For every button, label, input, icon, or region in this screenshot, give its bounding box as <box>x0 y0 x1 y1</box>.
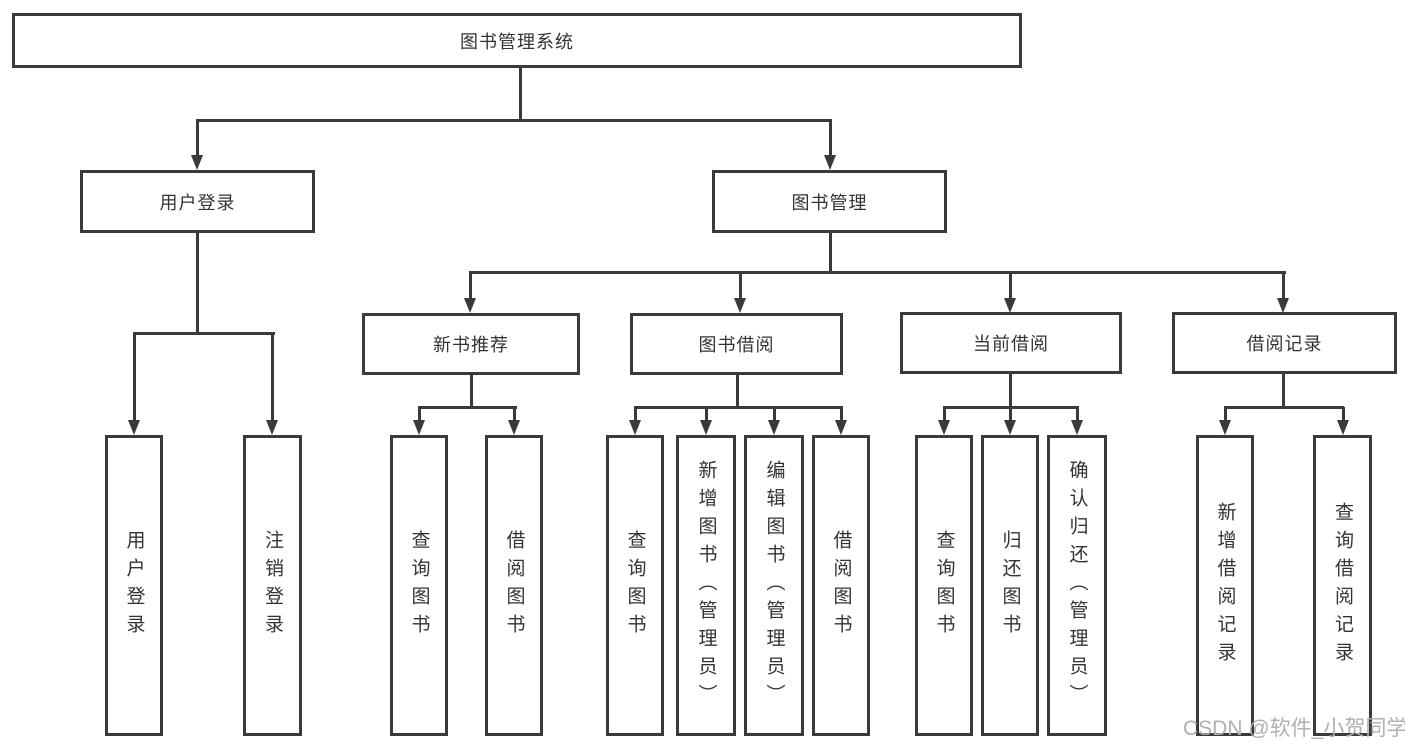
connector-userlogin-stem <box>195 233 199 333</box>
connector-stem-leaf <box>704 407 708 422</box>
leaf-label: 注销登录 <box>262 529 283 642</box>
connector-stem-leaf <box>1008 407 1012 422</box>
leaf-label: 新增图书（管理员） <box>695 459 717 712</box>
leaf-label: 借阅图书 <box>503 529 525 642</box>
arrowhead-leaf <box>835 420 847 435</box>
connector-stem-leaf <box>512 407 516 422</box>
leaf-logout: 注销登录 <box>243 435 302 736</box>
connector-records-stem <box>1281 373 1285 407</box>
connector-stem-book-mgmt <box>828 120 832 157</box>
arrowhead-leaf <box>128 420 140 435</box>
arrowhead-user-login <box>191 155 203 170</box>
arrowhead-book-mgmt <box>824 155 836 170</box>
leaf-return-books: 归还图书 <box>981 435 1039 736</box>
leaf-label: 查询图书 <box>933 529 955 642</box>
arrowhead-leaf <box>413 420 425 435</box>
node-label: 图书管理系统 <box>460 31 574 52</box>
arrowhead-leaf <box>629 420 641 435</box>
connector-current-stem <box>1008 373 1012 407</box>
node-book-borrowing: 图书借阅 <box>630 313 843 375</box>
node-root-library-system: 图书管理系统 <box>12 13 1022 68</box>
leaf-query-books-1: 查询图书 <box>390 435 448 736</box>
connector-stem-records <box>1281 272 1285 299</box>
connector-stem-leaf <box>1223 407 1227 422</box>
csdn-watermark: CSDN @软件_小贺同学 <box>1183 717 1405 740</box>
node-book-management: 图书管理 <box>712 170 947 233</box>
leaf-label: 借阅图书 <box>830 529 852 642</box>
leaf-confirm-return-admin: 确认归还（管理员） <box>1047 435 1107 736</box>
leaf-edit-books-admin: 编辑图书（管理员） <box>744 435 804 736</box>
leaf-borrow-books-2: 借阅图书 <box>812 435 870 736</box>
leaf-label: 用户登录 <box>123 529 145 642</box>
leaf-borrow-books-1: 借阅图书 <box>485 435 543 736</box>
connector-stem-leaf <box>417 407 421 422</box>
node-label: 新书推荐 <box>433 335 509 355</box>
connector-root-stem <box>518 68 522 120</box>
leaf-query-books-2: 查询图书 <box>606 435 664 736</box>
node-new-book-recommend: 新书推荐 <box>362 313 580 375</box>
arrowhead-leaf <box>1337 420 1349 435</box>
arrowhead-leaf <box>1071 420 1083 435</box>
leaf-query-books-3: 查询图书 <box>915 435 973 736</box>
arrowhead-leaf <box>1004 420 1016 435</box>
leaf-label: 归还图书 <box>999 529 1021 642</box>
node-borrowing-records: 借阅记录 <box>1172 312 1397 374</box>
leaf-query-borrow-record: 查询借阅记录 <box>1313 435 1372 736</box>
leaf-add-borrow-record: 新增借阅记录 <box>1196 435 1254 736</box>
arrowhead-leaf <box>1219 420 1231 435</box>
connector-root-branch <box>195 118 832 122</box>
connector-stem-leaf <box>270 333 274 421</box>
node-label: 图书管理 <box>791 192 868 213</box>
node-user-login: 用户登录 <box>80 170 315 233</box>
connector-borrow-stem <box>735 375 739 407</box>
leaf-add-books-admin: 新增图书（管理员） <box>676 435 736 736</box>
connector-borrow-branch <box>633 405 843 409</box>
connector-stem-borrow <box>738 272 742 299</box>
arrowhead-leaf <box>768 420 780 435</box>
connector-stem-current <box>1008 272 1012 299</box>
connector-stem-newbook <box>468 272 472 299</box>
connector-newbook-branch <box>417 405 517 409</box>
leaf-label: 查询图书 <box>624 529 646 642</box>
connector-newbook-stem <box>469 375 473 407</box>
connector-stem-leaf <box>1341 407 1345 422</box>
node-current-borrowing: 当前借阅 <box>900 312 1122 374</box>
connector-stem-leaf <box>633 407 637 422</box>
arrowhead-leaf <box>938 420 950 435</box>
connector-stem-leaf <box>772 407 776 422</box>
connector-stem-leaf <box>132 333 136 421</box>
arrowhead-leaf <box>700 420 712 435</box>
arrowhead-current <box>1004 298 1016 313</box>
node-label: 当前借阅 <box>973 334 1049 354</box>
leaf-label: 新增借阅记录 <box>1214 501 1236 670</box>
node-label: 图书借阅 <box>698 335 775 355</box>
leaf-label: 编辑图书（管理员） <box>763 459 785 712</box>
arrowhead-newbook <box>464 298 476 313</box>
connector-userlogin-branch <box>132 331 275 335</box>
arrowhead-leaf <box>266 420 278 435</box>
arrowhead-leaf <box>508 420 520 435</box>
node-label: 用户登录 <box>159 192 236 213</box>
connector-stem-user-login <box>195 120 199 157</box>
node-label: 借阅记录 <box>1246 334 1323 354</box>
leaf-label: 确认归还（管理员） <box>1066 459 1088 712</box>
connector-records-branch <box>1223 405 1344 409</box>
connector-stem-leaf <box>1075 407 1079 422</box>
leaf-label: 查询借阅记录 <box>1332 501 1353 670</box>
connector-stem-leaf <box>839 407 843 422</box>
connector-stem-leaf <box>942 407 946 422</box>
leaf-label: 查询图书 <box>408 529 430 642</box>
arrowhead-records <box>1277 298 1289 313</box>
arrowhead-borrow <box>734 298 746 313</box>
leaf-user-login: 用户登录 <box>105 435 163 736</box>
connector-bookmgmt-stem <box>828 233 832 272</box>
connector-bookmgmt-branch <box>468 270 1286 274</box>
